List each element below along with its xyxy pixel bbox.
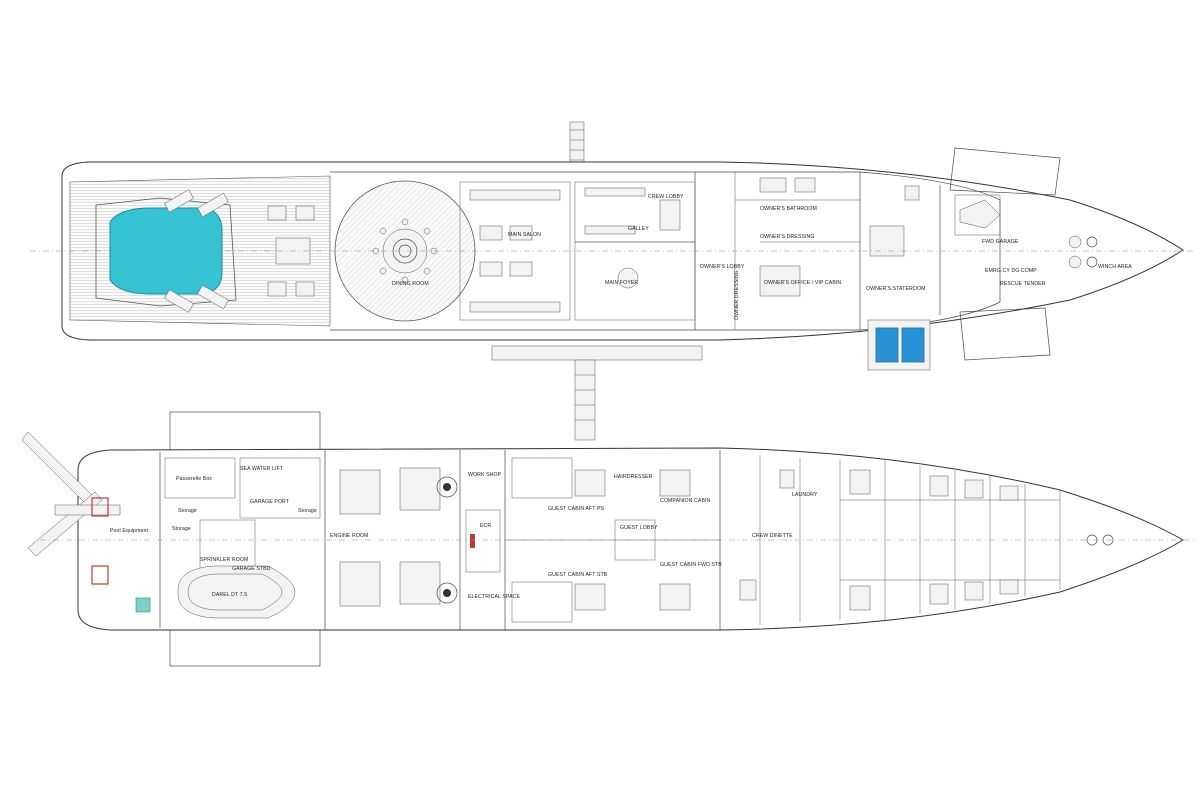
jacuzzi-left — [875, 327, 899, 363]
crane-arms — [21, 431, 121, 557]
label-electrical-space: ELECTRICAL SPACE — [468, 594, 520, 600]
label-laundry: LAUNDRY — [792, 492, 818, 498]
label-storage-3: Storage — [172, 526, 191, 532]
label-rescue-tender: RESCUE TENDER — [1000, 281, 1046, 287]
label-pool-equipment: Pool Equipment — [110, 528, 148, 534]
label-passerelle-box: Passerelle Box — [176, 476, 212, 482]
label-guest-cabin-aft-ps: GUEST CABIN AFT PS — [548, 506, 605, 512]
label-winch-area: WINCH AREA — [1098, 264, 1132, 270]
label-owner-dressing-vertical: OWNER DRESSING — [734, 270, 740, 320]
label-garage-stbd: GARAGE STBD — [232, 566, 271, 572]
label-owners-stateroom: OWNER'S STATEROOM — [866, 286, 926, 292]
label-sea-water-lift: SEA WATER LIFT — [240, 466, 284, 472]
label-hairdresser: HAIRDRESSER — [614, 474, 653, 480]
label-main-foyer: MAIN FOYER — [605, 280, 638, 286]
label-engine-room: ENGINE ROOM — [330, 533, 369, 539]
label-work-shop: WORK SHOP — [468, 472, 502, 478]
label-storage-1: Storage — [178, 508, 197, 514]
label-dining-room: DINING ROOM — [392, 281, 429, 287]
label-guest-cabin-aft-stb: GUEST CABIN AFT STB — [548, 572, 608, 578]
label-garage-port: GARAGE PORT — [250, 499, 290, 505]
label-tender: DAREL DT 7.5 — [212, 592, 247, 598]
label-companion-cabin: COMPANION CABIN — [660, 498, 711, 504]
label-owners-bathroom: OWNER'S BATHROOM — [760, 206, 817, 212]
label-owners-lobby: OWNER'S LOBBY — [700, 264, 745, 270]
main-deck-plan: MAIN SALON DINING ROOM CREW LOBBY GALLEY… — [30, 121, 1195, 441]
sun-loungers — [164, 189, 315, 313]
label-crew-lobby: CREW LOBBY — [648, 194, 684, 200]
lower-deck-plan: Passerelle Box SEA WATER LIFT GARAGE POR… — [21, 411, 1195, 667]
label-emergency-comp: EMRG.CY DG COMP — [985, 268, 1037, 274]
label-storage-2: Storage — [298, 508, 317, 514]
label-owners-dressing: OWNER'S DRESSING — [760, 234, 814, 240]
label-owners-office: OWNER'S OFFICE / VIP CABIN — [764, 280, 841, 286]
label-sprinkler-room: SPRINKLER ROOM — [200, 557, 248, 563]
label-guest-cabin-fwd-stb: GUEST CABIN FWD STB — [660, 562, 722, 568]
label-fwd-garage: FWD GARAGE — [982, 239, 1019, 245]
label-main-salon: MAIN SALON — [508, 232, 541, 238]
label-crew-dinette: CREW DINETTE — [752, 533, 793, 539]
label-galley: GALLEY — [628, 226, 649, 232]
main-deck-hull — [61, 161, 1184, 341]
label-ecr: ECR — [480, 523, 491, 529]
tender-boat — [177, 565, 296, 619]
jacuzzi-right — [901, 327, 925, 363]
label-guest-lobby: GUEST LOBBY — [620, 525, 658, 531]
lower-gangway — [491, 345, 703, 441]
